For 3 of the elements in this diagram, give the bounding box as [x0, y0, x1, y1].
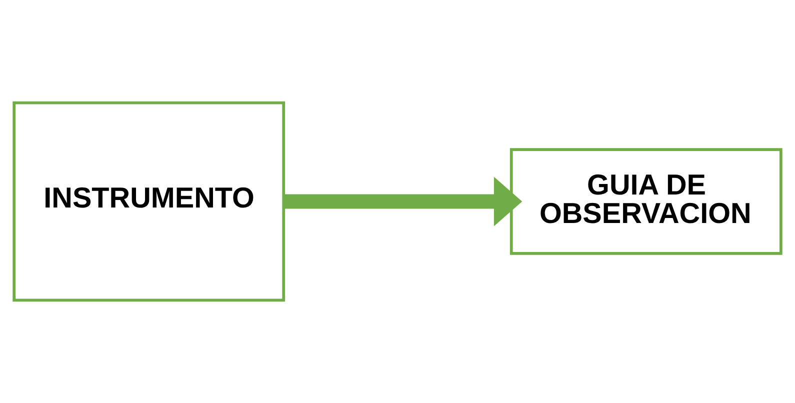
- node-box: GUIA DE OBSERVACION: [510, 148, 782, 255]
- arrow: [284, 176, 522, 226]
- node-box: INSTRUMENTO: [12, 101, 286, 302]
